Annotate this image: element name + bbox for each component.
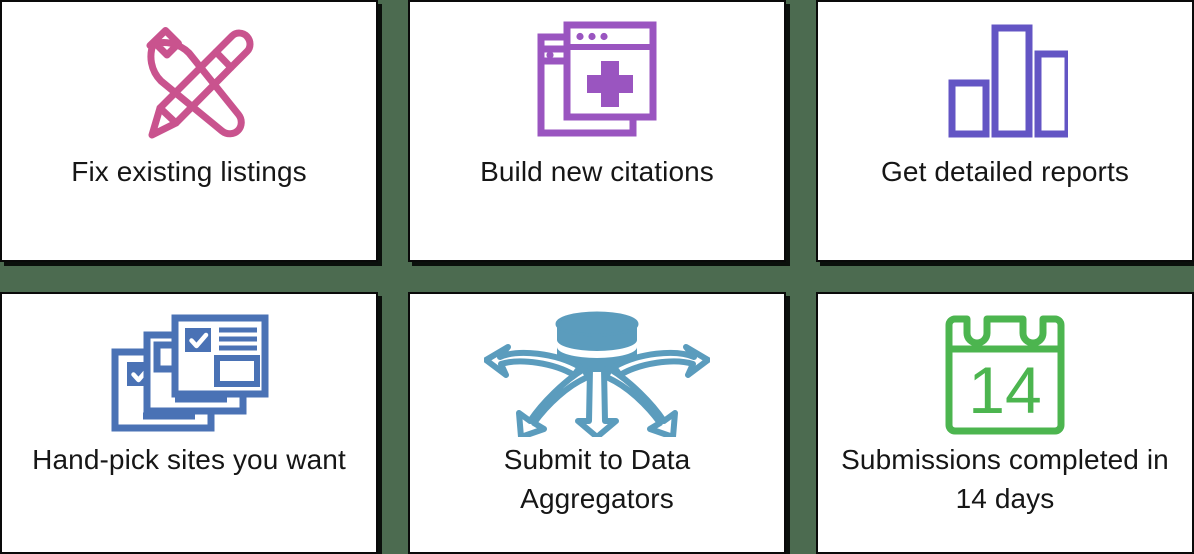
feature-card-build-new-citations[interactable]: Build new citations	[408, 0, 786, 262]
feature-card-get-detailed-reports[interactable]: Get detailed reports	[816, 0, 1194, 262]
card-caption: Submit to Data Aggregators	[503, 444, 691, 515]
bar-chart-icon	[942, 18, 1068, 144]
icon-area	[2, 294, 376, 440]
stacked-checkbox-cards-icon	[109, 312, 269, 436]
icon-area	[410, 294, 784, 440]
card-caption: Fix existing listings	[71, 156, 307, 187]
card-caption: Hand-pick sites you want	[32, 444, 346, 475]
icon-area	[410, 2, 784, 154]
card-caption: Submissions completed in 14 days	[841, 444, 1169, 515]
database-fanout-arrows-icon	[484, 311, 710, 437]
card-caption: Build new citations	[480, 156, 714, 187]
feature-card-submissions-completed[interactable]: 14 Submissions completed in 14 days	[816, 292, 1194, 554]
icon-area	[2, 2, 376, 154]
feature-card-submit-to-data-aggregators[interactable]: Submit to Data Aggregators	[408, 292, 786, 554]
feature-card-fix-existing-listings[interactable]: Fix existing listings	[0, 0, 378, 262]
calendar-day-number: 14	[968, 353, 1041, 427]
calendar-14-icon: 14	[945, 313, 1065, 435]
card-caption: Get detailed reports	[881, 156, 1129, 187]
wrench-and-pencil-icon	[121, 13, 257, 149]
icon-area: 14	[818, 294, 1192, 440]
icon-area	[818, 2, 1192, 154]
feature-card-hand-pick-sites[interactable]: Hand-pick sites you want	[0, 292, 378, 554]
browser-windows-plus-icon	[533, 17, 661, 145]
